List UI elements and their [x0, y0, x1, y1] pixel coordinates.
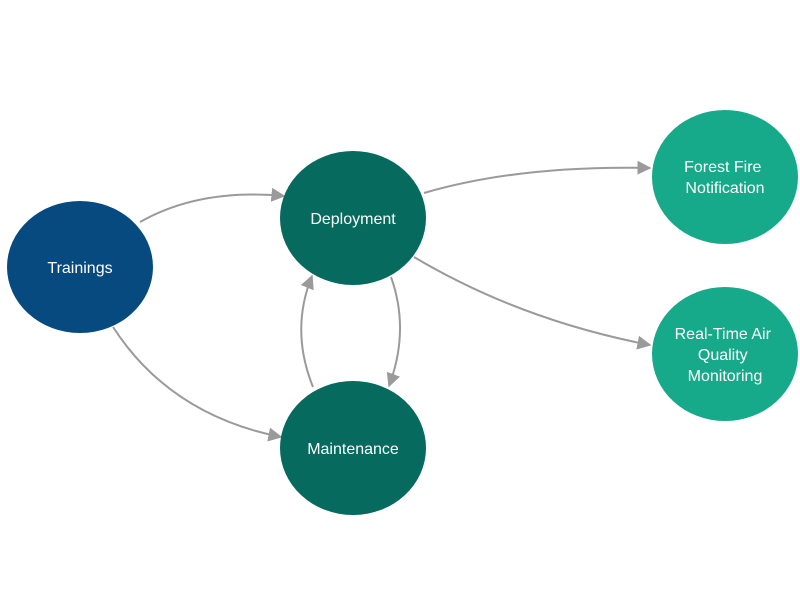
node-trainings-circle: [7, 201, 153, 333]
node-air-quality-label-line-3: Monitoring: [688, 368, 763, 385]
node-forest-fire-circle: [652, 110, 798, 244]
node-air-quality-label-line-1: Real-Time Air: [675, 326, 772, 343]
node-trainings: Trainings: [7, 201, 153, 333]
node-trainings-label: Trainings: [47, 260, 112, 277]
svg-text:Deployment: Deployment: [310, 211, 396, 228]
node-air-quality: Real-Time Air Quality Monitoring: [652, 287, 798, 421]
node-maintenance: Maintenance: [280, 381, 426, 515]
node-deployment-circle: [280, 151, 426, 285]
node-forest-fire: Forest Fire Notification: [652, 110, 798, 244]
node-deployment-label: Deployment: [310, 211, 396, 228]
node-deployment: Deployment: [280, 151, 426, 285]
node-forest-fire-label-line-2: Notification: [685, 180, 764, 197]
edge-deployment-to-air-quality: [413, 256, 652, 350]
node-air-quality-circle: [652, 287, 798, 421]
edge-trainings-to-maintenance: [112, 326, 283, 442]
node-forest-fire-label-line-1: Forest Fire: [684, 159, 761, 176]
edge-trainings-to-deployment: [139, 187, 286, 223]
node-maintenance-circle: [280, 381, 426, 515]
edge-deployment-to-forest-fire: [423, 160, 652, 194]
node-air-quality-label-line-2: Quality: [698, 347, 748, 364]
edge-maintenance-to-deployment: [300, 274, 314, 388]
svg-text:Trainings: Trainings: [47, 260, 112, 277]
svg-text:Forest Fire Notification: Forest Fire Notification: [684, 159, 766, 197]
svg-text:Real-Time Air Quality: Real-Time Air Quality Monitoring: [675, 326, 776, 385]
edge-deployment-to-maintenance: [386, 276, 402, 388]
node-maintenance-label: Maintenance: [307, 441, 399, 458]
svg-text:Maintenance: Maintenance: [307, 441, 399, 458]
